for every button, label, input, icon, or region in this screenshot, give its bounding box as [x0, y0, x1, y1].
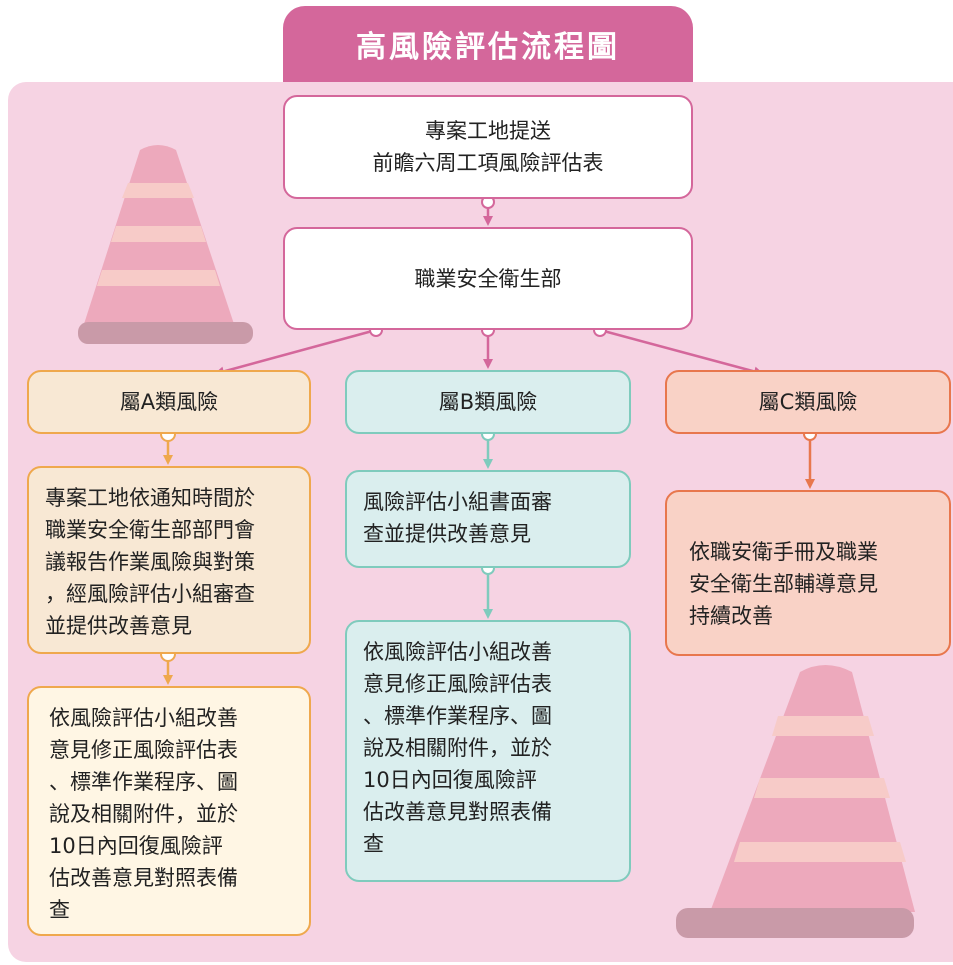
arrow-dept-to-a [214, 328, 377, 377]
node-line: 屬A類風險 [119, 390, 219, 414]
node-b-step2: 依風險評估小組改善 意見修正風險評估表 、標準作業程序、圖 說及相關附件，並於 … [345, 620, 631, 882]
node-line: 屬B類風險 [438, 390, 538, 414]
node-line: 專案工地依通知時間於 [45, 486, 255, 510]
node-line: 持續改善 [689, 604, 773, 628]
node-c-step1: 依職安衛手冊及職業 安全衛生部輔導意見 持續改善 [665, 490, 951, 656]
node-b-step1: 風險評估小組書面審 查並提供改善意見 [345, 470, 631, 568]
node-line: 、標準作業程序、圖 [363, 704, 552, 728]
node-line: 屬C類風險 [758, 390, 858, 414]
node-line: 說及相關附件，並於 [49, 802, 238, 826]
node-line: 查並提供改善意見 [363, 522, 531, 546]
node-line: 議報告作業風險與對策 [45, 550, 255, 574]
traffic-cone-icon [78, 145, 253, 344]
node-line: 專案工地提送 [425, 119, 551, 143]
node-line: 、標準作業程序、圖 [49, 770, 238, 794]
node-line: 說及相關附件，並於 [363, 736, 552, 760]
node-a-step2: 依風險評估小組改善 意見修正風險評估表 、標準作業程序、圖 說及相關附件，並於 … [27, 686, 311, 936]
node-line: 風險評估小組書面審 [363, 490, 552, 514]
diagram-title: 高風險評估流程圖 [356, 30, 620, 65]
node-submit-assessment: 專案工地提送 前瞻六周工項風險評估表 [283, 95, 693, 199]
node-line: 職業安全衛生部部門會 [45, 518, 255, 542]
node-line: 依職安衛手冊及職業 [689, 540, 878, 564]
node-line: 依風險評估小組改善 [363, 640, 552, 664]
node-category-c: 屬C類風險 [665, 370, 951, 434]
node-safety-dept: 職業安全衛生部 [283, 227, 693, 330]
node-line: 10日內回復風險評 [363, 768, 537, 792]
node-line: 前瞻六周工項風險評估表 [372, 151, 604, 175]
arrow-dept-to-c [599, 328, 764, 377]
node-line: 查 [49, 898, 70, 922]
node-line: 10日內回復風險評 [49, 834, 223, 858]
node-line: 安全衛生部輔導意見 [689, 572, 878, 596]
node-line: ，經風險評估小組審查 [45, 582, 255, 606]
node-line: 估改善意見對照表備 [363, 800, 552, 824]
node-line: 意見修正風險評估表 [49, 738, 238, 762]
node-line: 並提供改善意見 [45, 614, 192, 638]
node-category-a: 屬A類風險 [27, 370, 311, 434]
node-line: 依風險評估小組改善 [49, 706, 238, 730]
node-line: 查 [363, 832, 384, 856]
node-a-step1: 專案工地依通知時間於 職業安全衛生部部門會 議報告作業風險與對策 ，經風險評估小… [27, 466, 311, 654]
traffic-cone-icon [676, 665, 915, 938]
node-category-b: 屬B類風險 [345, 370, 631, 434]
node-line: 職業安全衛生部 [414, 266, 562, 291]
node-line: 意見修正風險評估表 [363, 672, 552, 696]
diagram-title-tab: 高風險評估流程圖 [283, 6, 693, 82]
node-line: 估改善意見對照表備 [49, 866, 238, 890]
